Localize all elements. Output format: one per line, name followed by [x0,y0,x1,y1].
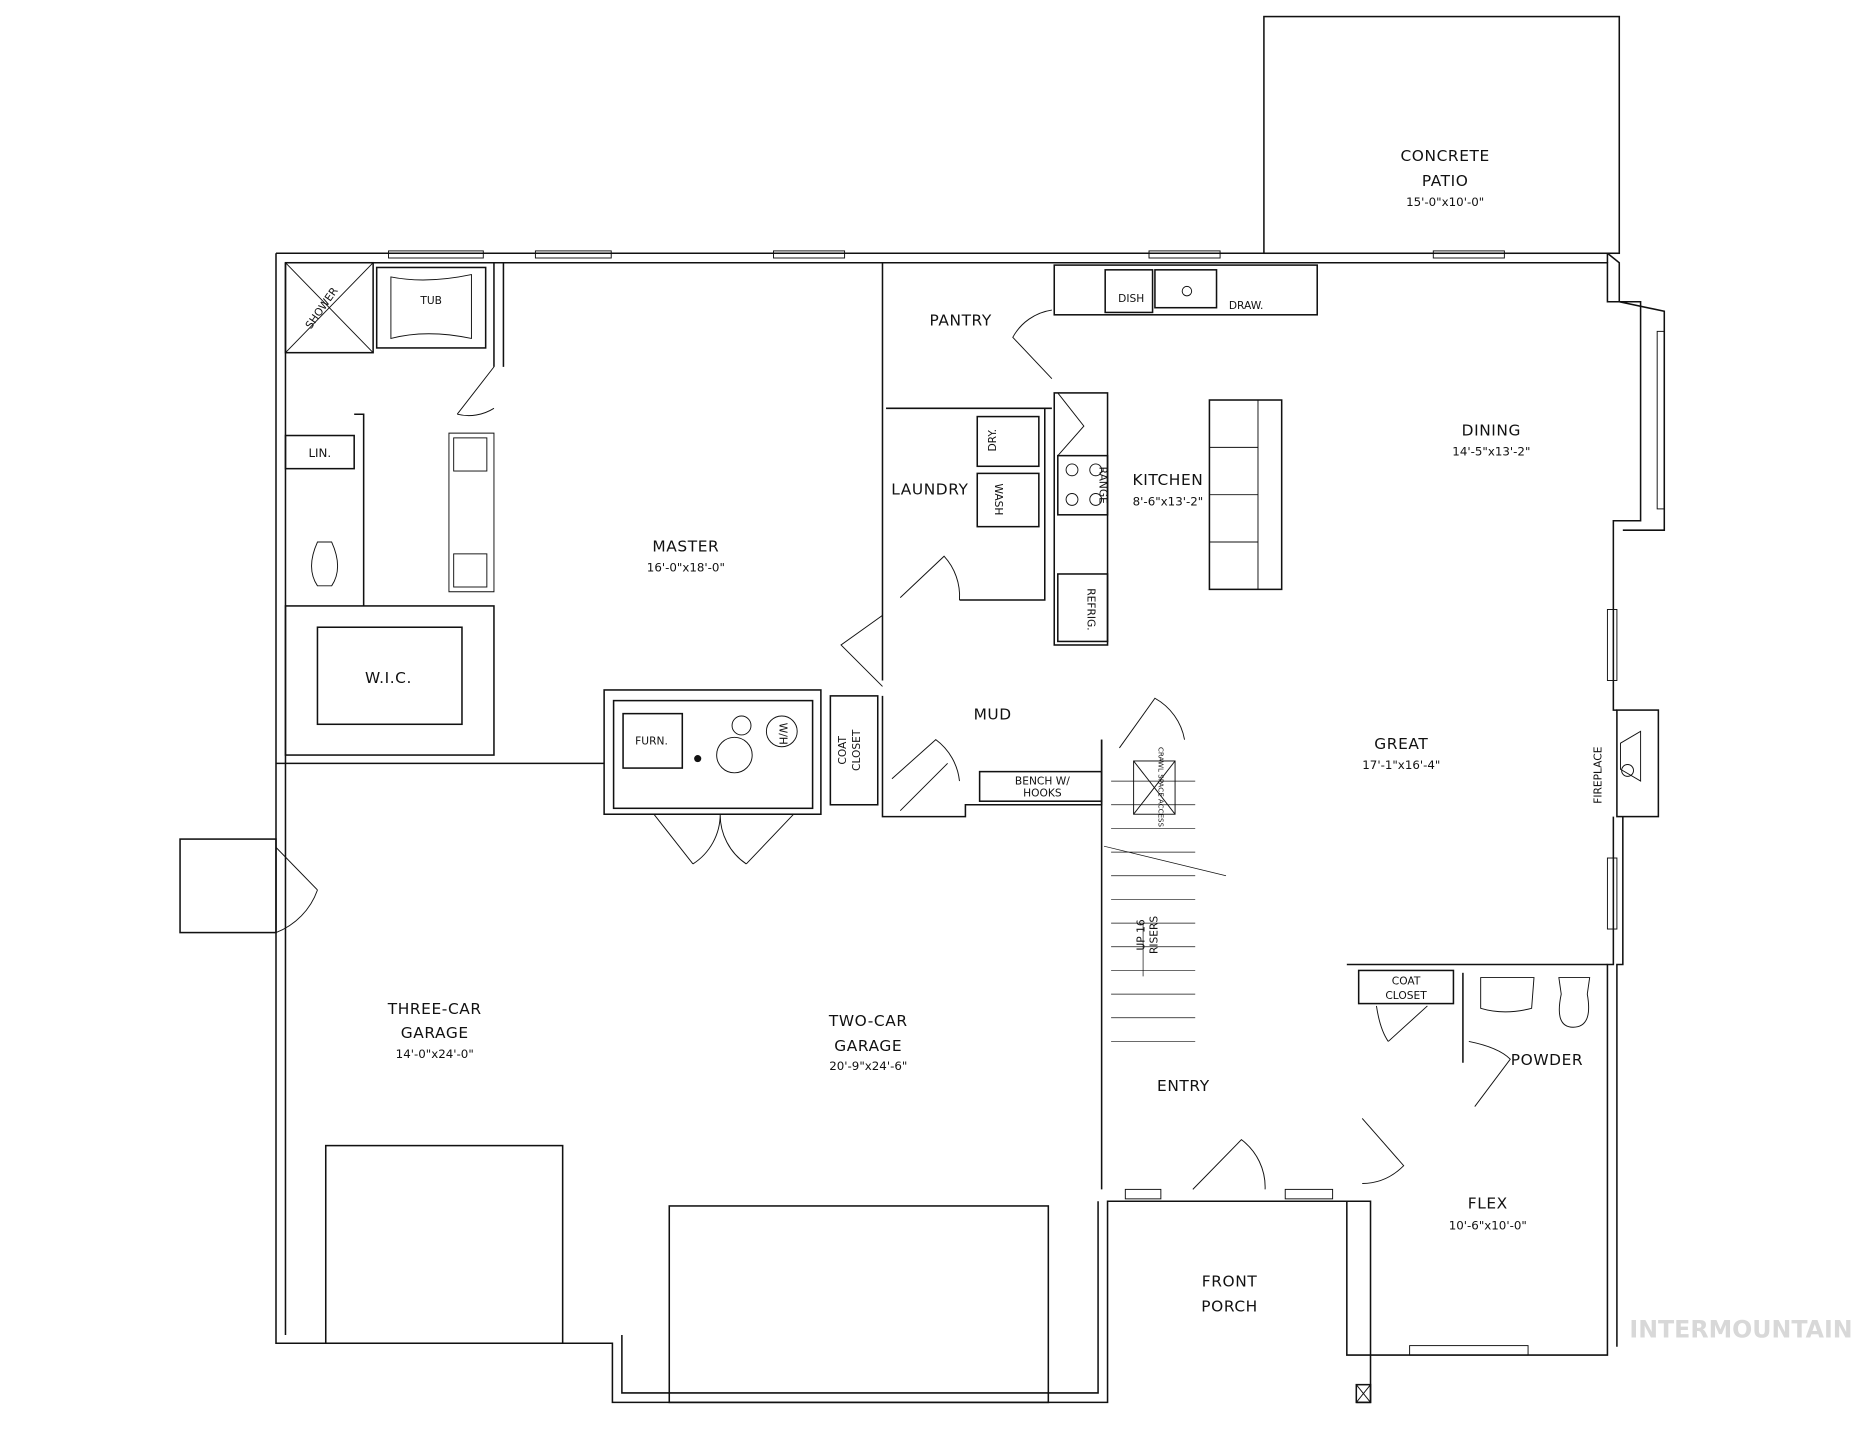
two-car-label: TWO-CAR [828,1012,908,1030]
coat-closet-2-label: COAT [1392,975,1421,988]
wh-label: W/H [776,723,789,745]
coat-closet-1-label: COAT [836,736,849,765]
laundry-label: LAUNDRY [891,481,968,499]
bench-label: BENCH W/ [1015,775,1070,788]
windows [388,250,1665,1356]
mud-label: MUD [974,706,1012,724]
utility-walls [603,262,1103,865]
three-car-size: 14'-0"x24'-0" [396,1047,474,1061]
powder-label: POWDER [1511,1051,1583,1069]
refrig-label: REFRIG. [1084,588,1097,630]
flex-size: 10'-6"x10'-0" [1449,1219,1527,1233]
kitchen-size: 8'-6"x13'-2" [1133,494,1204,508]
dining-size: 14'-5"x13'-2" [1452,445,1530,459]
fireplace-box [1616,709,1660,818]
front-porch-label-2: PORCH [1201,1297,1258,1315]
great-label: GREAT [1374,735,1428,753]
master-size: 16'-0"x18'-0" [647,561,725,575]
crawl-space-label: CRAWL SPACE ACCESS [1156,747,1165,828]
dish-label: DISH [1118,292,1144,305]
post [1355,1383,1372,1404]
side-door-landing [179,838,277,934]
dining-label: DINING [1462,422,1521,440]
furn-label: FURN. [635,734,668,747]
patio-label-2: PATIO [1422,172,1469,190]
patio-outline [1263,15,1621,255]
fireplace-label: FIREPLACE [1592,746,1605,803]
front-porch-label: FRONT [1202,1272,1258,1290]
powder-flex-walls [1346,963,1608,1184]
lin-label: LIN. [308,446,331,460]
shower-label: SHOWER [303,284,341,331]
pantry-label: PANTRY [929,311,991,329]
watermark: INTERMOUNTAIN [1629,1315,1852,1343]
tub-label: TUB [419,294,442,307]
master-label: MASTER [652,538,719,556]
coat-closet-2-label-2: CLOSET [1385,989,1427,1002]
patio-label: CONCRETE [1400,147,1489,165]
patio-size: 15'-0"x10'-0" [1406,195,1484,209]
dry-label: DRY. [986,429,999,452]
draw-label: DRAW. [1229,299,1264,312]
stairs-label: UP 16 [1134,919,1147,950]
kitchen-label: KITCHEN [1133,471,1204,489]
entry-label: ENTRY [1157,1077,1210,1095]
garage-doors [324,1144,1050,1404]
range-label: RANGE [1096,467,1109,504]
great-size: 17'-1"x16'-4" [1362,758,1440,772]
three-car-label: THREE-CAR [387,1000,482,1018]
kitchen-fixtures [1012,264,1318,646]
three-car-label-2: GARAGE [401,1024,469,1042]
wic-label: W.I.C. [365,669,412,687]
stairs [1100,697,1266,1190]
stairs-label-2: RISERS [1147,916,1160,954]
coat-closet-1-label-2: CLOSET [850,729,863,771]
flex-label: FLEX [1468,1194,1508,1212]
two-car-size: 20'-9"x24'-6" [829,1059,907,1073]
bench-label-2: HOOKS [1023,786,1062,799]
two-car-label-2: GARAGE [834,1037,902,1055]
wash-label: WASH [992,483,1005,515]
exterior-walls [179,252,1666,1404]
master-suite-walls [275,261,605,765]
